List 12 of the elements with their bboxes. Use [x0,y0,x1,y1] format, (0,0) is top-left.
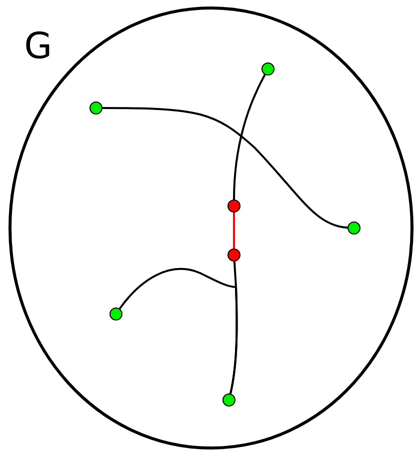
curve [118,268,238,394]
vertex-dot [228,200,240,212]
vertex-dot [348,222,360,234]
curve [233,74,266,200]
vertex-dot [222,394,236,406]
curve [233,212,235,248]
curve [102,107,348,229]
vertex-dot [228,248,240,262]
graph-label: G [26,31,50,59]
vertex-dot [262,62,274,76]
vertex-dot [90,102,102,114]
vertex-dot [110,308,122,320]
